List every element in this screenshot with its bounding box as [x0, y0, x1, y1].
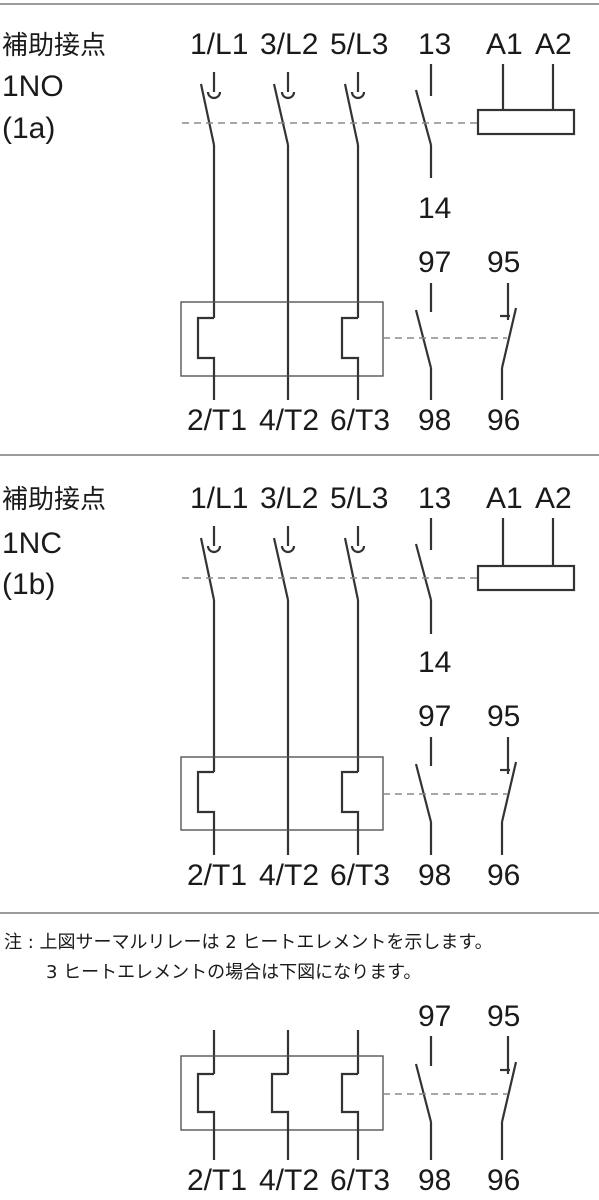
heater-element-l1 — [196, 316, 216, 400]
terminal-label-6-t3: 6/T3 — [330, 1164, 390, 1197]
terminal-label-3-l2: 3/L2 — [260, 482, 318, 515]
terminal-label-4-t2: 4/T2 — [259, 1164, 319, 1197]
terminal-label-1-l1: 1/L1 — [190, 28, 248, 61]
main-contact-l2 — [272, 526, 296, 855]
relay-aux-97: 97 — [418, 1000, 451, 1033]
heater-element-l3 — [340, 316, 360, 400]
relay-contact-95-96 — [500, 1036, 518, 1160]
relay-contact-95-96 — [500, 283, 518, 400]
coil-terminal-a2: A2 — [535, 482, 572, 515]
main-contact-l3 — [343, 72, 366, 318]
coil — [476, 518, 576, 592]
note-line-2: 3 ヒートエレメントの場合は下図になります。 — [46, 962, 421, 983]
panel-title: 補助接点 — [2, 485, 106, 515]
panel-title: 補助接点 — [2, 31, 106, 61]
contact-type-label: 1NO — [2, 70, 64, 103]
terminal-label-2-t1: 2/T1 — [187, 1164, 247, 1197]
panel-3-heat-element: 97 95 2/T1 4/T2 6/T3 98 96 — [180, 1000, 520, 1197]
heater-element-l3 — [340, 1072, 360, 1160]
relay-aux-97: 97 — [418, 246, 451, 279]
panel-1no: 補助接点 1NO (1a) 1/L1 3/L2 5/L3 13 A1 A2 — [2, 28, 576, 437]
terminal-label-5-l3: 5/L3 — [330, 482, 388, 515]
thermal-relay-box — [180, 756, 384, 831]
aux-terminal-13: 13 — [418, 482, 451, 515]
main-contact-l3 — [343, 526, 366, 772]
relay-aux-96: 96 — [487, 1164, 520, 1197]
relay-aux-98: 98 — [418, 859, 451, 892]
note-line-1: 注 : 上図サーマルリレーは 2 ヒートエレメントを示します。 — [4, 932, 493, 953]
coil — [476, 64, 576, 136]
relay-aux-96: 96 — [487, 859, 520, 892]
heater-element-l1 — [196, 770, 216, 855]
terminal-label-1-l1: 1/L1 — [190, 482, 248, 515]
main-contact-l1 — [199, 526, 222, 772]
relay-aux-96: 96 — [487, 404, 520, 437]
heater-element-l2 — [270, 1072, 290, 1160]
coil-terminal-a1: A1 — [486, 28, 523, 61]
relay-aux-95: 95 — [487, 700, 520, 733]
thermal-relay-box — [180, 1055, 384, 1131]
contact-type-label: 1NC — [2, 527, 62, 560]
terminal-label-3-l2: 3/L2 — [260, 28, 318, 61]
aux-terminal-14: 14 — [418, 646, 451, 679]
relay-contact-97-98 — [414, 737, 433, 855]
terminal-label-4-t2: 4/T2 — [259, 859, 319, 892]
terminal-label-5-l3: 5/L3 — [330, 28, 388, 61]
aux-terminal-13: 13 — [418, 28, 451, 61]
heater-element-l1 — [196, 1072, 216, 1160]
relay-aux-97: 97 — [418, 700, 451, 733]
coil-terminal-a2: A2 — [535, 28, 572, 61]
panel-1nc: 補助接点 1NC (1b) 1/L1 3/L2 5/L3 13 A1 A2 — [2, 482, 576, 892]
main-contact-l2 — [272, 72, 296, 400]
terminal-label-6-t3: 6/T3 — [330, 859, 390, 892]
aux-terminal-14: 14 — [418, 192, 451, 225]
terminal-label-2-t1: 2/T1 — [187, 859, 247, 892]
terminal-label-2-t1: 2/T1 — [187, 404, 247, 437]
relay-aux-95: 95 — [487, 1000, 520, 1033]
relay-aux-98: 98 — [418, 1164, 451, 1197]
main-contact-l1 — [199, 72, 222, 318]
heater-element-l3 — [340, 770, 360, 855]
coil-terminal-a1: A1 — [486, 482, 523, 515]
relay-contact-95-96 — [500, 737, 518, 855]
thermal-relay-box — [180, 301, 384, 377]
aux-contact-13-14 — [414, 64, 433, 178]
relay-aux-95: 95 — [487, 246, 520, 279]
relay-contact-97-98 — [414, 1036, 433, 1160]
terminal-label-6-t3: 6/T3 — [330, 404, 390, 437]
relay-aux-98: 98 — [418, 404, 451, 437]
contact-code-label: (1b) — [2, 568, 55, 601]
contact-code-label: (1a) — [2, 112, 55, 145]
aux-contact-13-14 — [414, 518, 433, 634]
terminal-label-4-t2: 4/T2 — [259, 404, 319, 437]
relay-contact-97-98 — [414, 283, 433, 400]
